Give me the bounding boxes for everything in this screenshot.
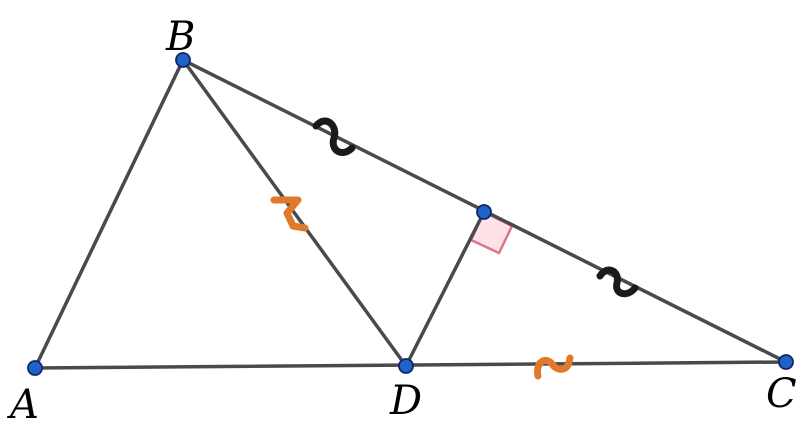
tick-mark-hc bbox=[596, 266, 639, 298]
point-a bbox=[27, 360, 43, 376]
right-angle-marker bbox=[469, 210, 514, 255]
segment-dh bbox=[404, 210, 486, 368]
segments bbox=[33, 58, 788, 370]
tick-mark-bh bbox=[312, 117, 356, 156]
label-c: C bbox=[766, 371, 797, 417]
point-b bbox=[175, 52, 191, 68]
point-h bbox=[476, 204, 492, 220]
points bbox=[27, 52, 794, 376]
point-d bbox=[398, 358, 414, 374]
label-a: A bbox=[6, 382, 39, 428]
label-d: D bbox=[389, 378, 422, 424]
segment-ab bbox=[33, 58, 185, 370]
tick-mark-bd bbox=[270, 196, 309, 232]
point-c bbox=[778, 354, 794, 370]
tick-mark-dc bbox=[534, 354, 574, 380]
segment-bd bbox=[181, 58, 408, 368]
label-b: B bbox=[165, 14, 195, 60]
